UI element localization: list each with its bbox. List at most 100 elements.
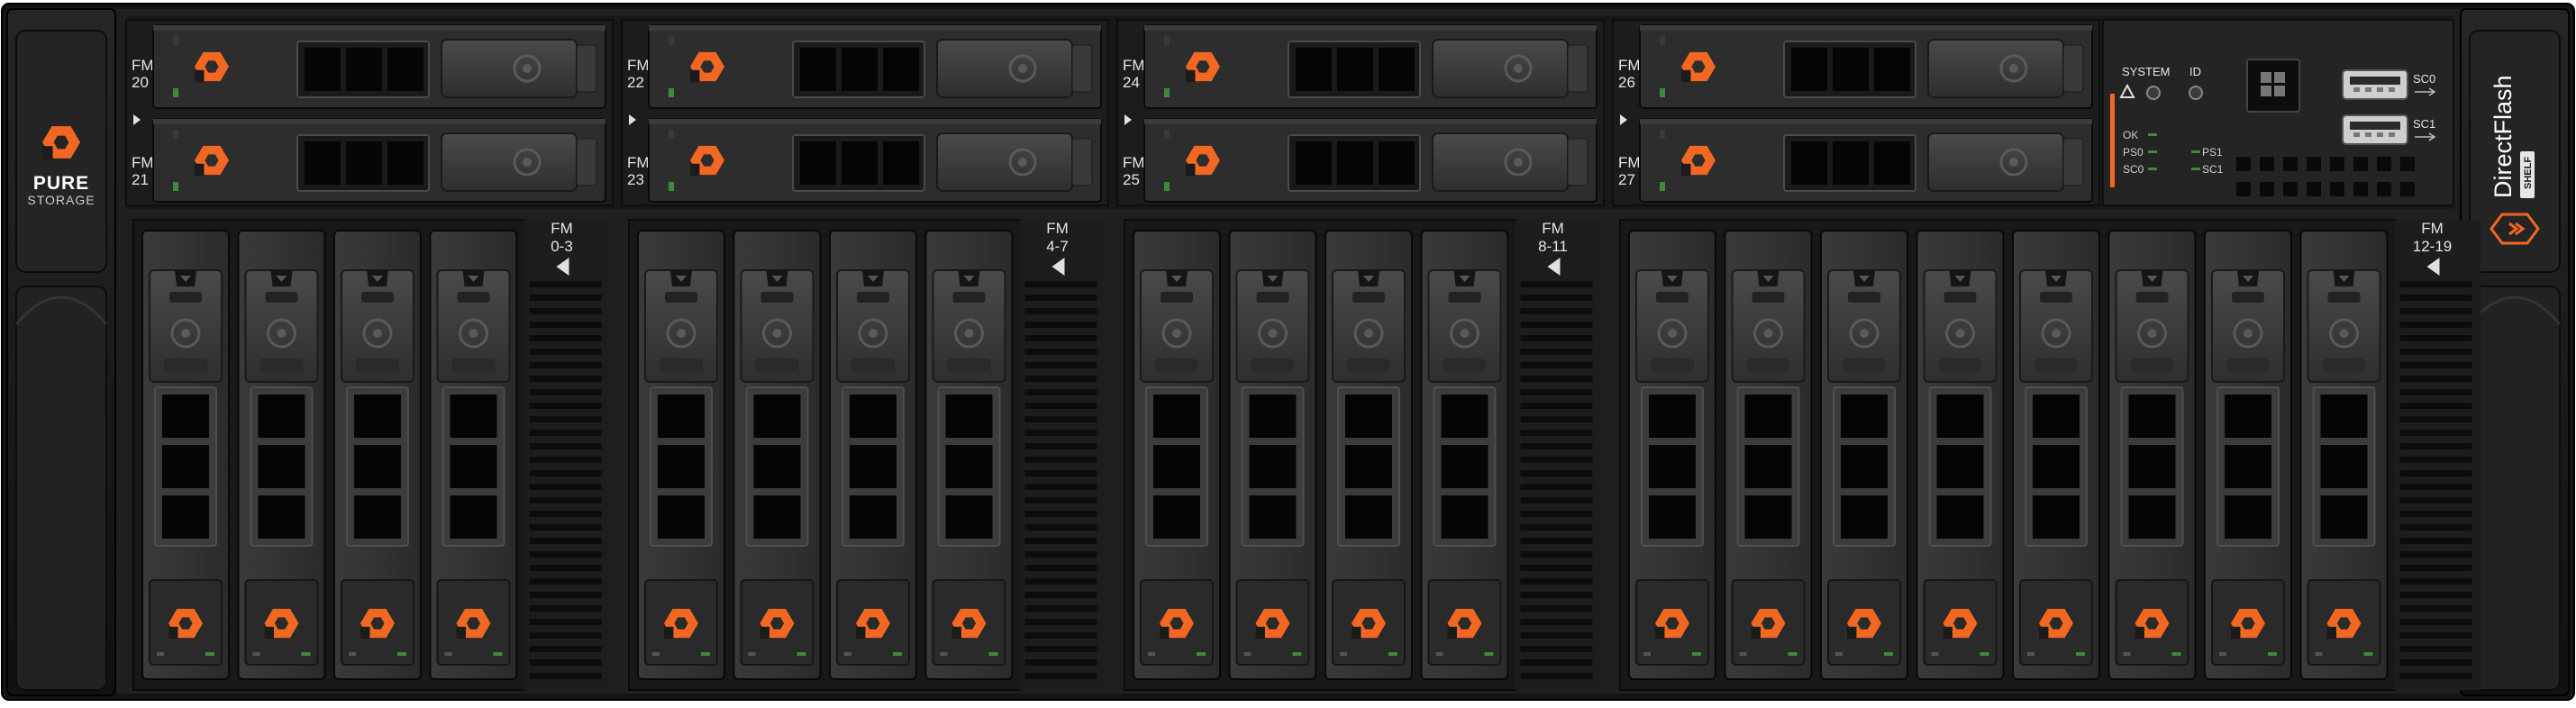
module-vent-window <box>1833 141 1869 185</box>
bay-vent-slat <box>2399 619 2472 625</box>
flash-module-slot[interactable] <box>1628 230 1716 680</box>
top-flash-module[interactable] <box>648 24 1102 109</box>
module-latch-handle[interactable] <box>441 39 578 98</box>
slot-led-right <box>1197 652 1206 656</box>
flash-module-slot[interactable] <box>733 230 822 680</box>
slot-vent-window <box>2033 445 2080 488</box>
flash-module-slot[interactable] <box>2107 230 2197 680</box>
bay-vent-slat <box>1024 443 1097 449</box>
bay-vent-slat <box>529 430 602 436</box>
bay-vent-slat <box>1520 389 1593 395</box>
slot-vent-window <box>1936 445 1984 488</box>
bay-vent-slat <box>2399 632 2472 639</box>
bay-vent-slat <box>1520 349 1593 355</box>
panel-vent-hole <box>2400 182 2415 196</box>
slot-led-left <box>1435 652 1443 656</box>
slot-pure-logo-icon <box>1943 608 1978 640</box>
slot-release-icon <box>1353 318 1384 349</box>
slot-led-right <box>301 652 311 656</box>
flash-module-slot[interactable] <box>1324 230 1413 680</box>
slot-vent-window <box>1841 445 1888 488</box>
flash-module-slot[interactable] <box>1820 230 1908 680</box>
bay-group-label: FM <box>2421 220 2444 237</box>
product-name: DirectFlash <box>2490 75 2517 198</box>
bay-vent-slat <box>529 389 602 395</box>
module-latch-handle[interactable] <box>1432 132 1569 192</box>
latch-release-icon <box>1008 54 1037 83</box>
top-flash-module[interactable] <box>1639 118 2093 203</box>
flash-module-slot[interactable] <box>1133 230 1221 680</box>
slot-vent-window <box>162 395 209 438</box>
top-flash-module[interactable] <box>648 118 1102 203</box>
slot-vent-window <box>162 495 209 539</box>
module-led-top <box>173 130 178 139</box>
flash-module-slot[interactable] <box>1228 230 1317 680</box>
flash-module-slot[interactable] <box>429 230 518 680</box>
bay-vent-slat <box>529 632 602 639</box>
top-flash-module[interactable] <box>152 118 606 203</box>
slot-led-right <box>493 652 503 656</box>
flash-module-slot[interactable] <box>141 230 230 680</box>
flash-module-slot[interactable] <box>637 230 725 680</box>
bay-vent-slat <box>1520 538 1593 544</box>
bay-vent-slat <box>529 605 602 612</box>
bay-vent-slat <box>2399 470 2472 477</box>
slot-led-left <box>844 652 851 656</box>
bay-vent-slat <box>1520 430 1593 436</box>
slot-vent-window <box>1744 495 1792 539</box>
module-latch-handle[interactable] <box>936 39 1073 98</box>
flash-module-slot[interactable] <box>2012 230 2100 680</box>
top-flash-module[interactable] <box>1639 24 2093 109</box>
latch-release-icon <box>513 148 542 177</box>
flash-module-slot[interactable] <box>1724 230 1813 680</box>
top-module-number-lower: 23 <box>627 171 644 188</box>
slot-vent-window <box>658 395 705 438</box>
flash-module-slot[interactable] <box>237 230 326 680</box>
id-button[interactable] <box>2189 86 2203 100</box>
slot-vent-window <box>450 495 497 539</box>
bay-group-0: FM0-3 <box>132 219 611 691</box>
slot-led-left <box>157 652 164 656</box>
module-latch-handle[interactable] <box>936 132 1073 192</box>
slot-vent-window <box>1441 445 1488 488</box>
slot-led-right <box>1788 652 1798 656</box>
flash-module-slot[interactable] <box>2204 230 2292 680</box>
bay-vent-slat <box>529 484 602 490</box>
management-port[interactable] <box>2246 59 2300 113</box>
slot-led-left <box>748 652 756 656</box>
top-flash-module[interactable] <box>1143 24 1597 109</box>
slot-led-left <box>1340 652 1347 656</box>
top-flash-module[interactable] <box>152 24 606 109</box>
flash-module-slot[interactable] <box>2299 230 2389 680</box>
latch-release-icon <box>1999 148 2028 177</box>
bay-vent-slat <box>1024 646 1097 652</box>
module-latch-handle[interactable] <box>1432 39 1569 98</box>
bay-vent-slat <box>1024 659 1097 666</box>
flash-module-slot[interactable] <box>1916 230 2005 680</box>
slot-led-right <box>701 652 710 656</box>
module-latch-handle[interactable] <box>1927 132 2064 192</box>
slot-release-icon <box>459 318 488 349</box>
flash-module-slot[interactable] <box>1420 230 1509 680</box>
top-module-arrow-icon <box>133 114 141 125</box>
flash-module-slot[interactable] <box>829 230 917 680</box>
slot-led-left <box>1931 652 1939 656</box>
slot-release-icon <box>2233 318 2263 349</box>
bay-vent-slat <box>1520 322 1593 328</box>
latch-release-icon <box>513 54 542 83</box>
module-latch-handle[interactable] <box>1927 39 2064 98</box>
top-flash-module[interactable] <box>1143 118 1597 203</box>
bay-vent-slat <box>529 538 602 544</box>
module-latch-handle[interactable] <box>441 132 578 192</box>
latch-arrow-icon <box>180 276 191 282</box>
bay-vent-slat <box>1520 416 1593 422</box>
slot-led-left <box>349 652 356 656</box>
flash-module-slot[interactable] <box>333 230 422 680</box>
slot-release-icon <box>2137 318 2167 349</box>
slot-led-left <box>2315 652 2323 656</box>
flash-module-slot[interactable] <box>924 230 1014 680</box>
brand-logo-word: PURE <box>33 173 89 194</box>
slot-vent-window <box>1936 495 1984 539</box>
slot-pure-logo-icon <box>1447 608 1482 640</box>
slot-vent-window <box>1153 445 1200 488</box>
